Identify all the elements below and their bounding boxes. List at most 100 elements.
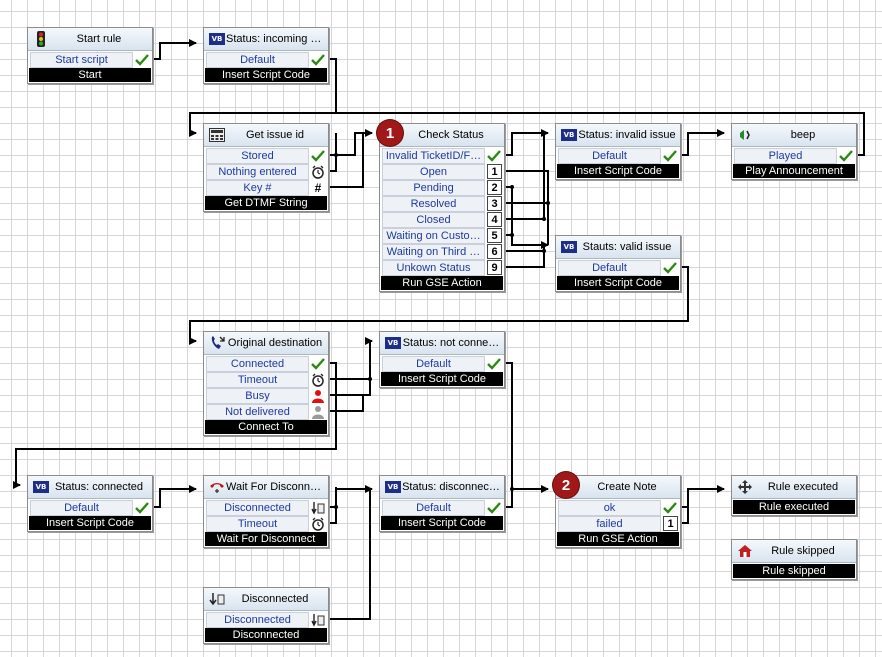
node-header[interactable]: Check Status (380, 124, 504, 147)
node-exit-row[interactable]: Default (558, 147, 678, 164)
node-title: Start rule (76, 33, 122, 45)
vb-script-icon: VB (384, 335, 402, 351)
node-header[interactable]: beep (732, 124, 856, 147)
disconnect-icon (310, 612, 326, 627)
node-title: Status: incoming call (226, 33, 327, 45)
node-header[interactable]: Start rule (28, 28, 152, 51)
node-exit-row[interactable]: Default (30, 499, 150, 516)
node-action-type: Run GSE Action (557, 532, 679, 546)
node-exit-row[interactable]: Stored (206, 147, 326, 164)
node-exit-row[interactable]: Default (382, 499, 502, 516)
node-header[interactable]: Original destination (204, 332, 328, 355)
node-action-type: Rule executed (733, 500, 855, 514)
node-exit-row[interactable]: Not delivered (206, 403, 326, 420)
exit-label: Resolved (382, 195, 485, 212)
exit-label: Default (558, 259, 661, 276)
vb-script-icon: VB (560, 239, 578, 255)
node-exit-row[interactable]: Disconnected (206, 499, 326, 516)
keypad-icon (208, 127, 226, 143)
node-exit-row[interactable]: Nothing entered (206, 163, 326, 180)
node-exit-row[interactable]: Invalid TicketID/F… (382, 147, 502, 164)
node-exit-row[interactable]: Default (206, 51, 326, 68)
exit-label: Disconnected (206, 499, 309, 516)
node-exit-row[interactable]: Default (382, 355, 502, 372)
exit-label: Start script (30, 51, 133, 68)
check-icon (662, 260, 678, 275)
exit-label: failed (558, 515, 661, 532)
exit-marker: 4 (487, 212, 502, 227)
traffic-light-icon (32, 31, 50, 47)
timer-icon (310, 164, 326, 179)
check-icon (662, 500, 678, 515)
node-title: Status: not conne… (402, 337, 500, 349)
node-exit-row[interactable]: Waiting on Custo…5 (382, 227, 502, 244)
node-exit-row[interactable]: Disconnected (206, 611, 326, 628)
node-exit-row[interactable]: Played (734, 147, 854, 164)
check-icon (310, 148, 326, 163)
node-exit-row[interactable]: Key ## (206, 179, 326, 196)
node-header[interactable]: Wait For Disconnect (204, 476, 328, 499)
node-header[interactable]: Rule executed (732, 476, 856, 499)
check-icon (486, 356, 502, 371)
wire-notdelivered (327, 395, 364, 412)
exit-label: Default (382, 355, 485, 372)
node-header[interactable]: Rule skipped (732, 540, 856, 563)
node-exit-row[interactable]: Default (558, 259, 678, 276)
node-exit-row[interactable]: Timeout (206, 515, 326, 532)
node-exit-row[interactable]: Waiting on Third …6 (382, 243, 502, 260)
exit-label: Default (206, 51, 309, 68)
node-action-type: Insert Script Code (381, 516, 503, 530)
node-action-type: Connect To (205, 420, 327, 434)
node-header[interactable]: Get issue id (204, 124, 328, 147)
node-exit-row[interactable]: ok (558, 499, 678, 516)
node-title: Rule executed (767, 481, 839, 493)
node-header[interactable]: Disconnected (204, 588, 328, 611)
node-exit-row[interactable]: Start script (30, 51, 150, 68)
vb-script-icon: VB (208, 31, 226, 47)
timer-icon (310, 372, 326, 387)
node-title: Create Note (597, 481, 657, 493)
node-title: Status: invalid issue (578, 129, 676, 141)
wire-closed (503, 133, 545, 220)
node-exit-row[interactable]: Timeout (206, 371, 326, 388)
node-title: Stauts: valid issue (582, 241, 672, 253)
node-exit-row[interactable]: Busy (206, 387, 326, 404)
node-exit-row[interactable]: Connected (206, 355, 326, 372)
exit-label: Busy (206, 387, 309, 404)
exit-marker: 3 (487, 196, 502, 211)
disconnect-icon (310, 500, 326, 515)
hangup-icon (208, 479, 226, 495)
node-header[interactable]: VB Stauts: valid issue (556, 236, 680, 259)
exit-label: Not delivered (206, 403, 309, 420)
exit-label: Unkown Status (382, 259, 485, 276)
exit-label: Closed (382, 211, 485, 228)
node-header[interactable]: Create Note (556, 476, 680, 499)
